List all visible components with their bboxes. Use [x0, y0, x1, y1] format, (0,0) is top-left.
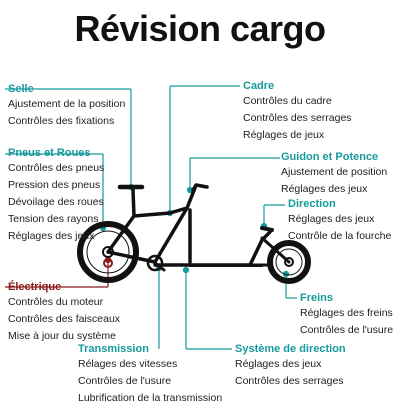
- section-electrique-item: Mise à jour du système: [8, 330, 116, 342]
- section-selle-item: Contrôles des fixations: [8, 115, 115, 127]
- section-systeme-title: Système de direction: [235, 343, 346, 355]
- section-cadre-item: Contrôles du cadre: [243, 95, 332, 107]
- cargo-platform: [153, 230, 272, 267]
- section-selle-item: Ajustement de la position: [8, 98, 126, 110]
- section-systeme-item: Contrôles des serrages: [235, 375, 344, 387]
- section-direction: Direction Réglages des jeux Contrôle de …: [288, 197, 391, 245]
- section-freins-item: Réglages des freins: [300, 307, 393, 319]
- section-pneus-item: Réglages des jeux: [8, 230, 95, 242]
- section-cadre: Cadre Contrôles du cadre Contrôles des s…: [243, 79, 352, 144]
- section-cadre-item: Contrôles des serrages: [243, 112, 352, 124]
- section-transmission-item: Contrôles de l'usure: [78, 375, 172, 387]
- section-guidon: Guidon et Potence Ajustement de position…: [281, 150, 387, 198]
- chain: [107, 251, 156, 264]
- section-pneus-item: Dévoilage des roues: [8, 196, 104, 208]
- motor-hub: [103, 258, 113, 268]
- page-title: Révision cargo: [74, 8, 326, 49]
- main-frame: [106, 206, 189, 264]
- section-electrique-title: Électrique: [8, 281, 62, 293]
- section-systeme-item: Réglages des jeux: [235, 358, 322, 370]
- bike-drawing: [77, 183, 311, 284]
- section-direction-title: Direction: [288, 198, 336, 210]
- section-freins-title: Freins: [300, 292, 334, 304]
- rear-rim: [86, 230, 130, 274]
- section-pneus-item: Tension des rayons: [8, 213, 99, 225]
- section-cadre-title: Cadre: [243, 80, 275, 92]
- section-pneus: Pneus et Roues Contrôles des pneus Press…: [8, 146, 104, 245]
- section-guidon-title: Guidon et Potence: [281, 151, 379, 163]
- headset: [260, 226, 274, 232]
- section-transmission-title: Transmission: [78, 343, 149, 355]
- section-transmission-item: Lubrification de la transmission: [78, 392, 223, 404]
- front-fork: [260, 236, 291, 264]
- section-cadre-item: Réglages de jeux: [243, 129, 325, 141]
- section-electrique-item: Contrôles du moteur: [8, 296, 104, 308]
- section-transmission: Transmission Rélages des vitesses Contrô…: [78, 342, 222, 407]
- section-electrique-item: Contrôles des faisceaux: [8, 313, 121, 325]
- section-freins: Freins Réglages des freins Contrôles de …: [300, 291, 393, 339]
- front-wheel: [267, 240, 311, 284]
- section-transmission-item: Rélages des vitesses: [78, 358, 178, 370]
- section-direction-item: Contrôle de la fourche: [288, 230, 392, 242]
- section-pneus-item: Pression des pneus: [8, 179, 101, 191]
- section-guidon-item: Réglages des jeux: [281, 183, 368, 195]
- section-selle-title: Selle: [8, 83, 34, 95]
- section-systeme: Système de direction Réglages des jeux C…: [235, 342, 346, 390]
- section-guidon-item: Ajustement de position: [281, 166, 388, 178]
- handlebar: [191, 183, 209, 192]
- rear-wheel: [77, 221, 139, 283]
- section-selle: Selle Ajustement de la position Contrôle…: [8, 82, 125, 130]
- section-pneus-item: Contrôles des pneus: [8, 162, 105, 174]
- section-direction-item: Réglages des jeux: [288, 213, 375, 225]
- section-freins-item: Contrôles de l'usure: [300, 324, 394, 336]
- section-electrique: Électrique Contrôles du moteur Contrôles…: [8, 280, 120, 345]
- section-pneus-title: Pneus et Roues: [8, 147, 91, 159]
- crank-chainring: [146, 254, 164, 272]
